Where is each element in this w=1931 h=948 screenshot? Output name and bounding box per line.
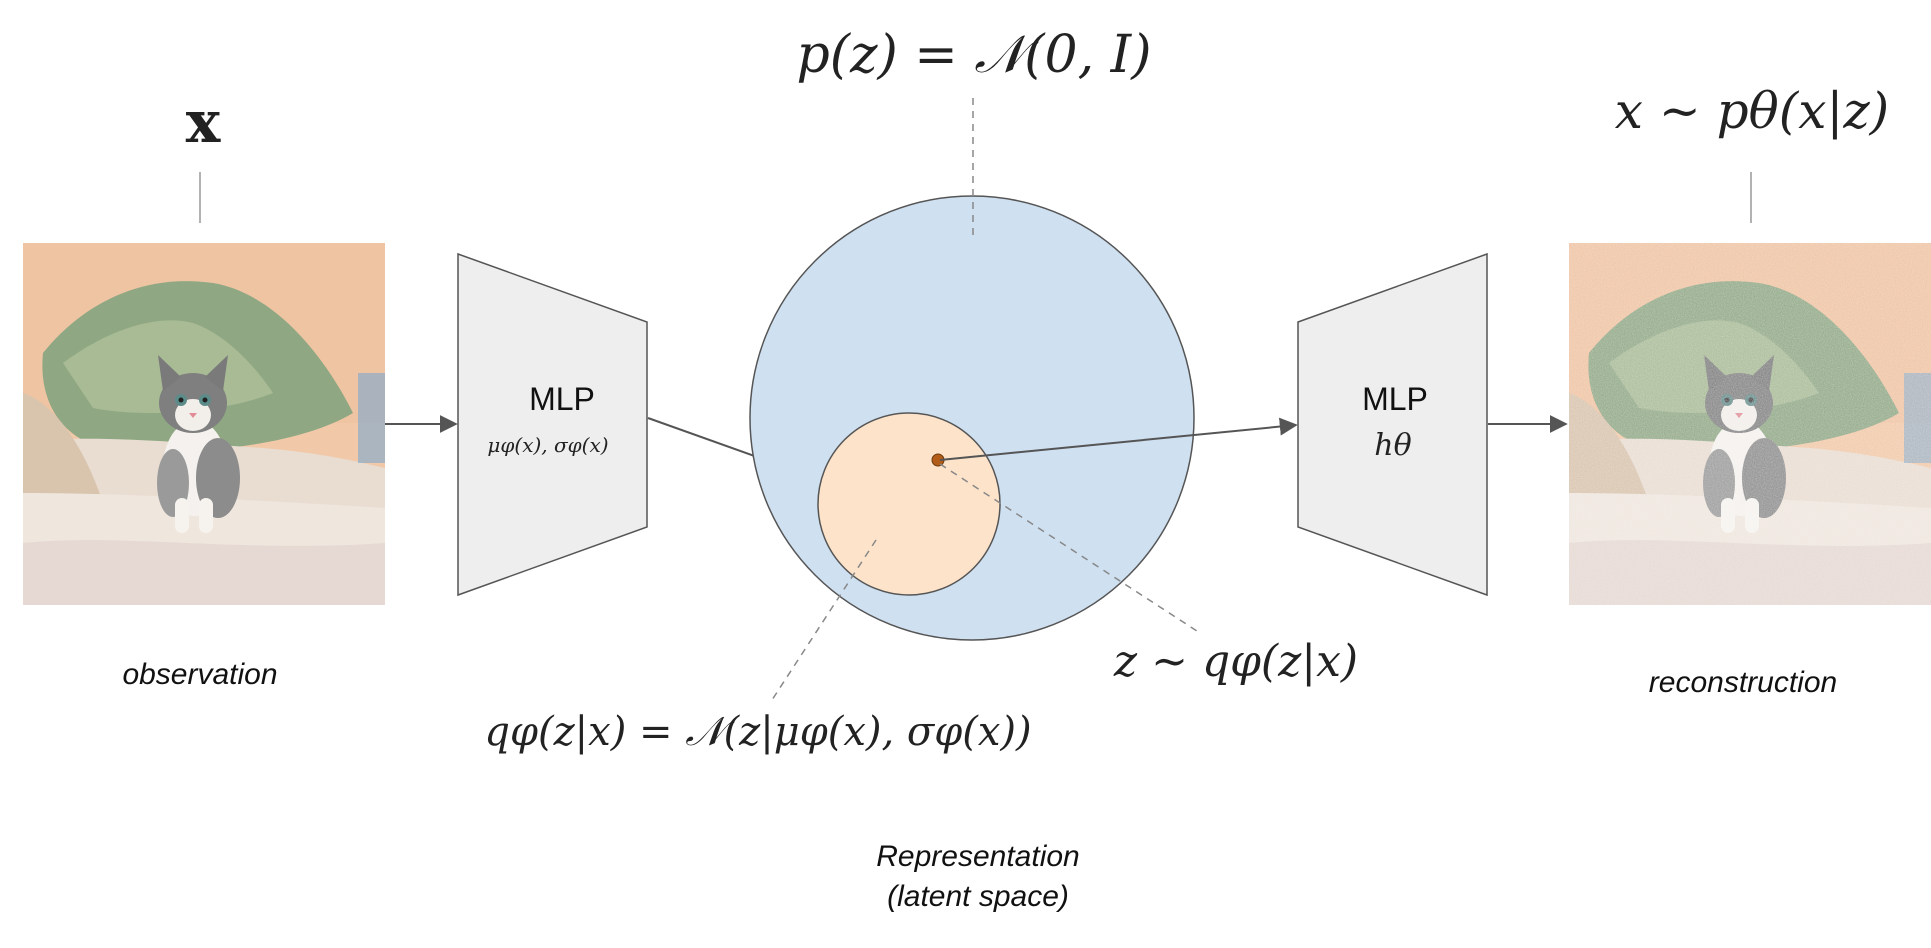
reconstruction-formula: x ~ pθ(x|z) [1615,82,1889,140]
observation-symbol: x [186,88,221,156]
posterior-pointer [771,539,877,701]
encoder-trapezoid [457,252,648,597]
encoder-label: MLP [529,381,595,417]
decoder-params: hθ [1374,428,1411,463]
observation-caption: observation [122,658,277,691]
sample-formula: z ~ qφ(z|x) [1113,636,1358,687]
observation-image [23,243,385,605]
decoder-trapezoid [1297,252,1488,597]
arrow-to-decoder [939,417,1298,461]
encoder-params: μφ(x), σφ(x) [487,433,608,457]
prior-formula: p(z) = 𝒩(0, I) [797,25,1152,85]
posterior-formula: qφ(z|x) = 𝒩(z|μφ(x), σφ(x)) [484,709,1031,755]
reconstruction-caption: reconstruction [1649,666,1837,699]
posterior-circle [817,412,1001,596]
latent-caption-line1: Representation [876,840,1079,873]
reconstruction-image [1569,243,1931,605]
decoder-label: MLP [1362,381,1428,417]
prior-circle [749,195,1195,641]
latent-caption-line2: (latent space) [887,880,1069,913]
